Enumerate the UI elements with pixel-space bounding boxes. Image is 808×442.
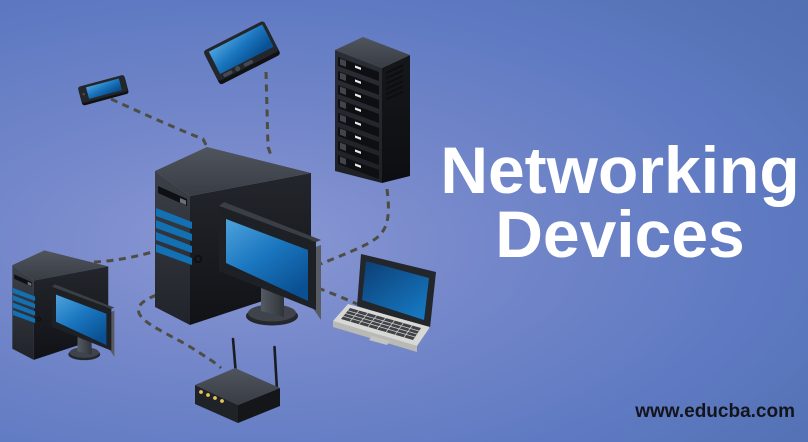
secondary-workstation [11,249,115,361]
wireless-router [195,337,280,423]
tablet-home-button [235,66,241,72]
connection-desktop-laptop [317,286,358,306]
laptop [333,254,436,352]
router-antennas [231,337,279,392]
server-rack [335,37,410,183]
title-line-2: Devices [495,197,745,271]
laptop-keyboard [341,308,421,340]
laptop-screen [362,261,429,320]
connection-tablet-desktop [264,71,274,159]
laptop-touchpad [369,336,390,345]
smartphone [78,75,129,106]
tablet-screen [208,24,274,74]
connection-secondary-desktop [93,248,160,264]
desktop-workstation [154,146,322,327]
connection-lines [93,71,390,370]
smartphone-screen [85,78,122,99]
router-status-leds [199,390,224,403]
connection-phone-desktop [110,97,211,152]
connection-rack-desktop [320,188,390,266]
tablet [204,21,280,85]
website-url: www.educba.com [635,401,795,422]
title-line-1: Networking [440,133,800,207]
connection-desktop-router [137,289,223,370]
page-title: Networking Devices [432,133,808,271]
